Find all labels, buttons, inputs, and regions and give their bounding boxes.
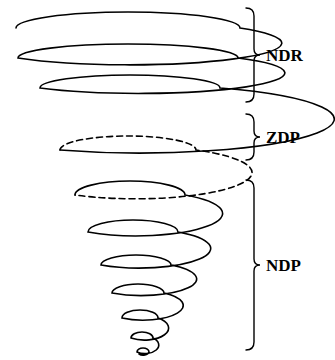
spiral-lower [75,181,223,355]
spiral-upper [16,12,334,153]
zone-label: ZDP [266,129,300,146]
zone-label: NDR [266,47,303,64]
spiral-dashed-loop [60,136,252,199]
bracket [246,8,260,102]
bracket [246,180,260,350]
bracket [246,114,260,160]
zone-label: NDP [266,257,301,274]
